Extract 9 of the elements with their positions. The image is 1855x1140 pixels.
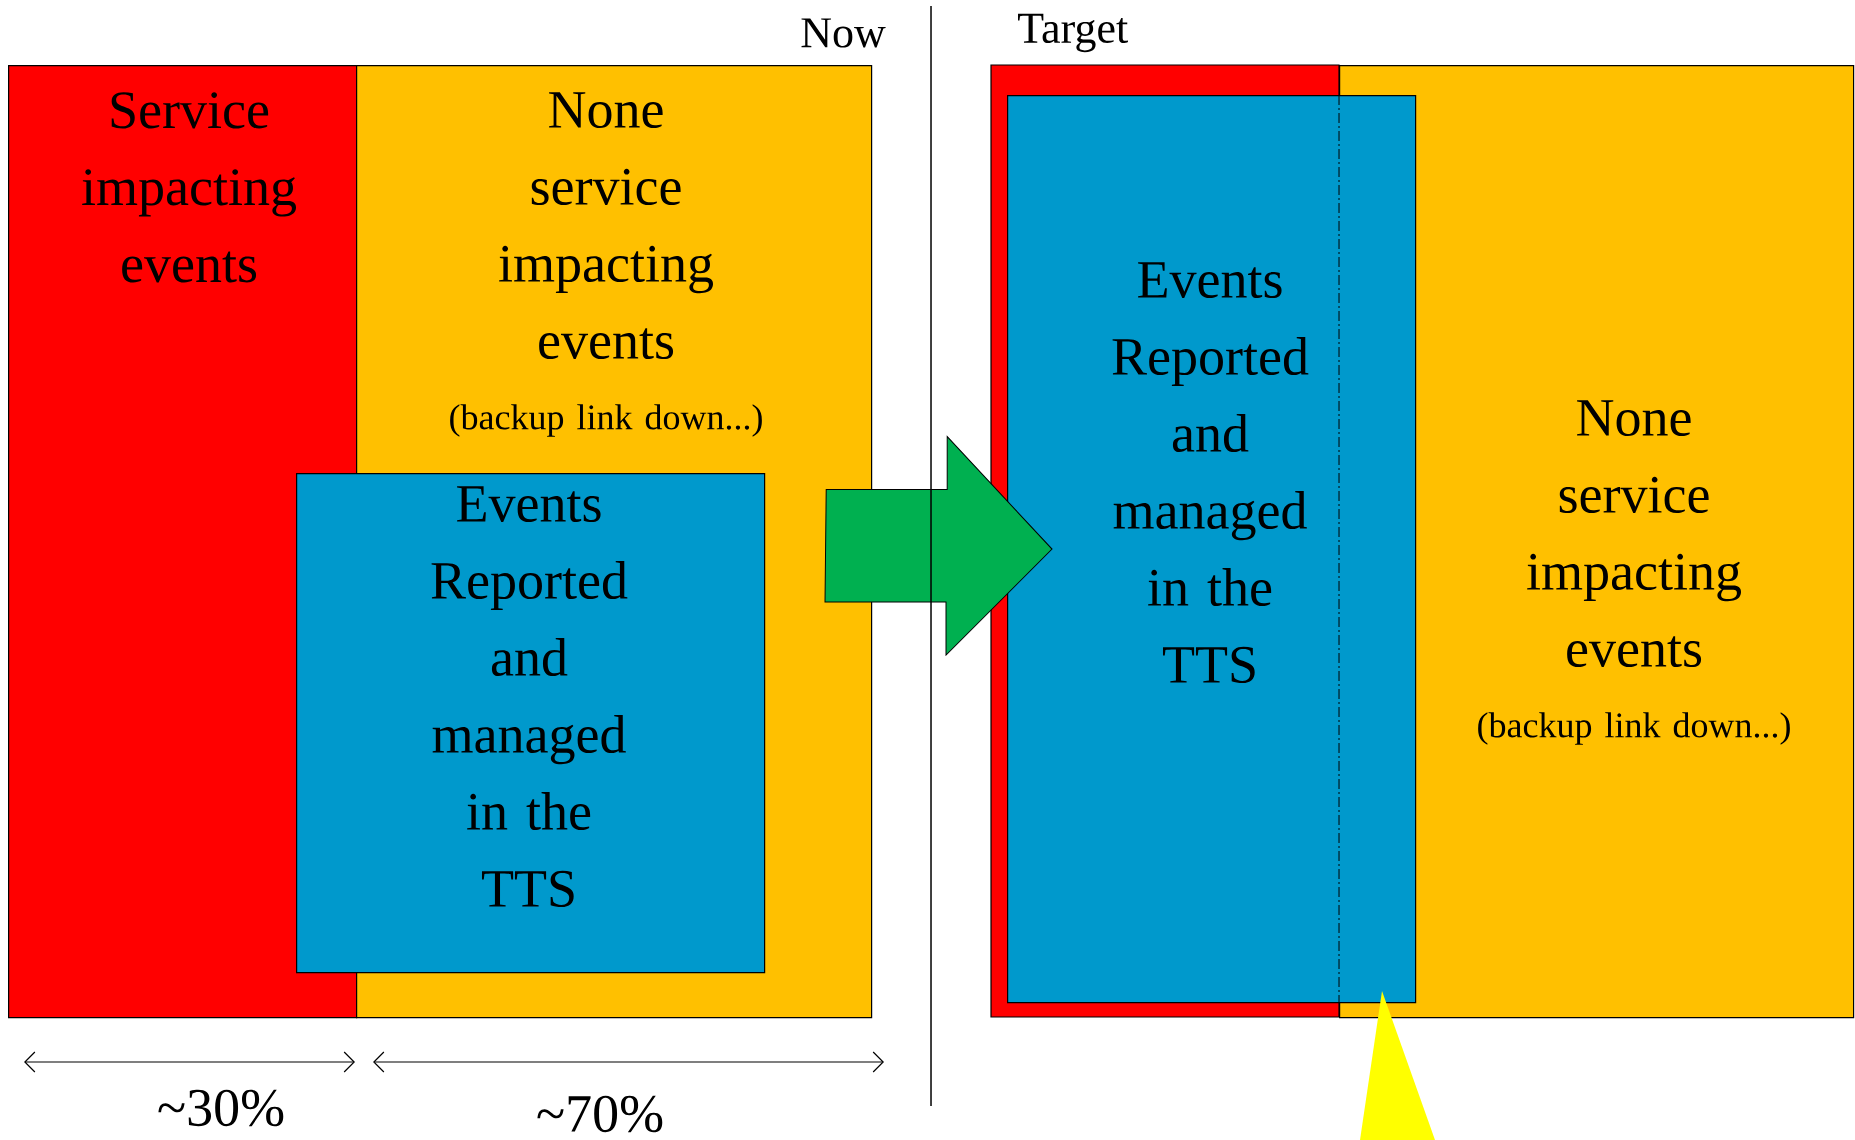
text-label: Now [801, 18, 886, 48]
text-label: ~70% [537, 1095, 663, 1133]
pointer-triangle [1360, 991, 1435, 1140]
event-box: Events Reported and managed in the TTS [296, 473, 766, 974]
text-label: ~30% [158, 1089, 284, 1127]
event-box: Service impacting events [8, 65, 358, 1019]
block-arrow [824, 436, 1053, 656]
text-label: Target [1018, 13, 1128, 53]
event-box: Events Reported and managed in the TTS [1007, 95, 1417, 1004]
